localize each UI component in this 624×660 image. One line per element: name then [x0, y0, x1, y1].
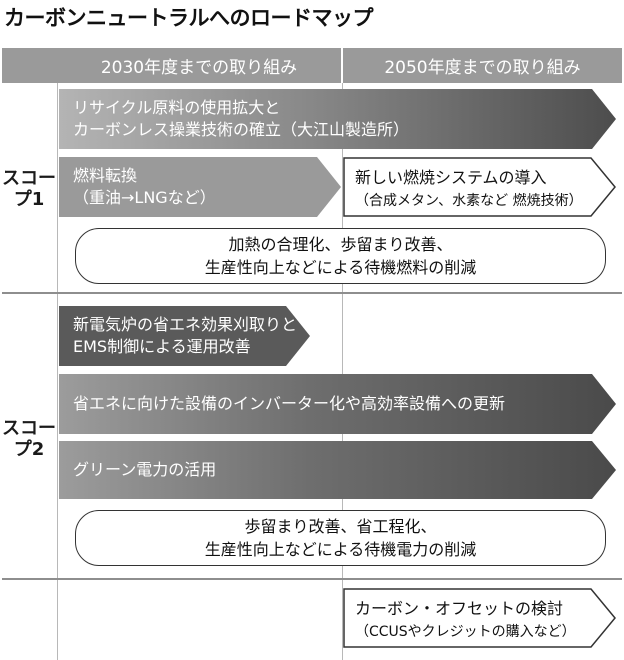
- scope2-label: スコープ2: [2, 418, 56, 460]
- scope-separator-1: [2, 292, 622, 294]
- offset-line2: （CCUSやクレジットの購入など）: [355, 624, 576, 640]
- scope-separator-2: [2, 578, 622, 580]
- combustion-line1: 新しい燃焼システムの導入: [355, 168, 547, 187]
- yield-improvement-pill: 歩留まり改善、省工程化、 生産性向上などによる待機電力の削減: [75, 510, 606, 566]
- recycle-line1: リサイクル原料の使用拡大と: [73, 98, 281, 118]
- heating-rationalization-pill: 加熱の合理化、歩留まり改善、 生産性向上などによる待機燃料の削減: [75, 228, 606, 284]
- fuel-conversion-arrow: 燃料転換 （重油→LNGなど）: [59, 157, 341, 217]
- page-title: カーボンニュートラルへのロードマップ: [4, 6, 374, 30]
- combustion-system-arrow: 新しい燃焼システムの導入 （合成メタン、水素など 燃焼技術）: [343, 157, 616, 217]
- inverter-text: 省エネに向けた設備のインバーター化や高効率設備への更新: [73, 394, 506, 414]
- header-divider: [341, 48, 343, 83]
- new-furnace-arrow: 新電気炉の省エネ効果刈取りと EMS制御による運用改善: [59, 306, 310, 366]
- recycle-arrow: リサイクル原料の使用拡大と カーボンレス操業技術の確立（大江山製造所）: [59, 89, 616, 149]
- header-2050: 2050年度までの取り組み: [384, 58, 581, 78]
- scope-column-divider: [57, 83, 58, 660]
- header-bar: [2, 48, 622, 83]
- scope1-label: スコープ1: [2, 168, 56, 210]
- column-divider: [342, 83, 343, 660]
- inverter-arrow: 省エネに向けた設備のインバーター化や高効率設備への更新: [59, 374, 616, 434]
- yield-line2: 生産性向上などによる待機電力の削減: [204, 540, 477, 559]
- green-power-arrow: グリーン電力の活用: [59, 441, 616, 499]
- green-text: グリーン電力の活用: [73, 460, 217, 480]
- furnace-line1: 新電気炉の省エネ効果刈取りと: [73, 315, 298, 335]
- carbon-offset-arrow: カーボン・オフセットの検討 （CCUSやクレジットの購入など）: [343, 588, 616, 648]
- recycle-line2: カーボンレス操業技術の確立（大江山製造所）: [73, 120, 410, 139]
- offset-arrow-shape: [343, 588, 616, 648]
- fuel-line1: 燃料転換: [73, 166, 138, 186]
- outline-arrow-shape: [343, 157, 616, 217]
- furnace-line2: EMS制御による運用改善: [73, 337, 251, 356]
- heating-line1: 加熱の合理化、歩留まり改善、: [228, 234, 453, 254]
- combustion-line2: （合成メタン、水素など 燃焼技術）: [355, 193, 583, 209]
- yield-line1: 歩留まり改善、省工程化、: [244, 516, 437, 536]
- header-2030: 2030年度までの取り組み: [100, 58, 298, 78]
- heating-line2: 生産性向上などによる待機燃料の削減: [204, 258, 477, 277]
- fuel-line2: （重油→LNGなど）: [73, 188, 216, 207]
- offset-line1: カーボン・オフセットの検討: [355, 599, 564, 618]
